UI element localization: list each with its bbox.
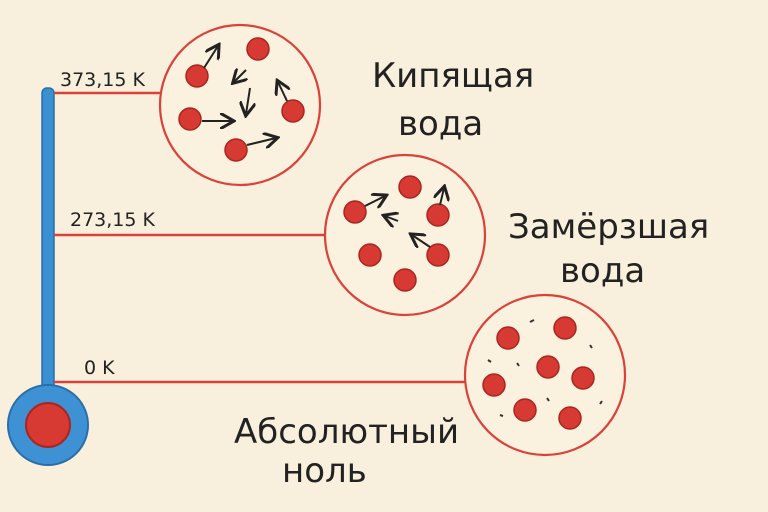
absolute-zero-temperature-label: 0 K (84, 357, 115, 379)
boiling-title-line1: Кипящая (372, 56, 534, 96)
freezing-title-line2: вода (560, 251, 645, 291)
thermometer (7, 87, 89, 466)
thermometer-mercury (25, 402, 71, 448)
absolute-zero-molecules (463, 293, 627, 457)
freezing-temperature-label: 273,15 K (70, 209, 156, 231)
freezing-molecules (323, 153, 487, 317)
boiling-temperature-label: 373,15 K (60, 69, 146, 91)
absolute-zero-title-line2: ноль (282, 451, 367, 491)
freezing-title-line1: Замёрзшая (508, 207, 709, 247)
boiling-title-line2: вода (398, 104, 483, 144)
thermometer-tube (41, 87, 55, 409)
boiling-molecules (158, 23, 322, 187)
absolute-zero-title-line1: Абсолютный (234, 412, 459, 452)
